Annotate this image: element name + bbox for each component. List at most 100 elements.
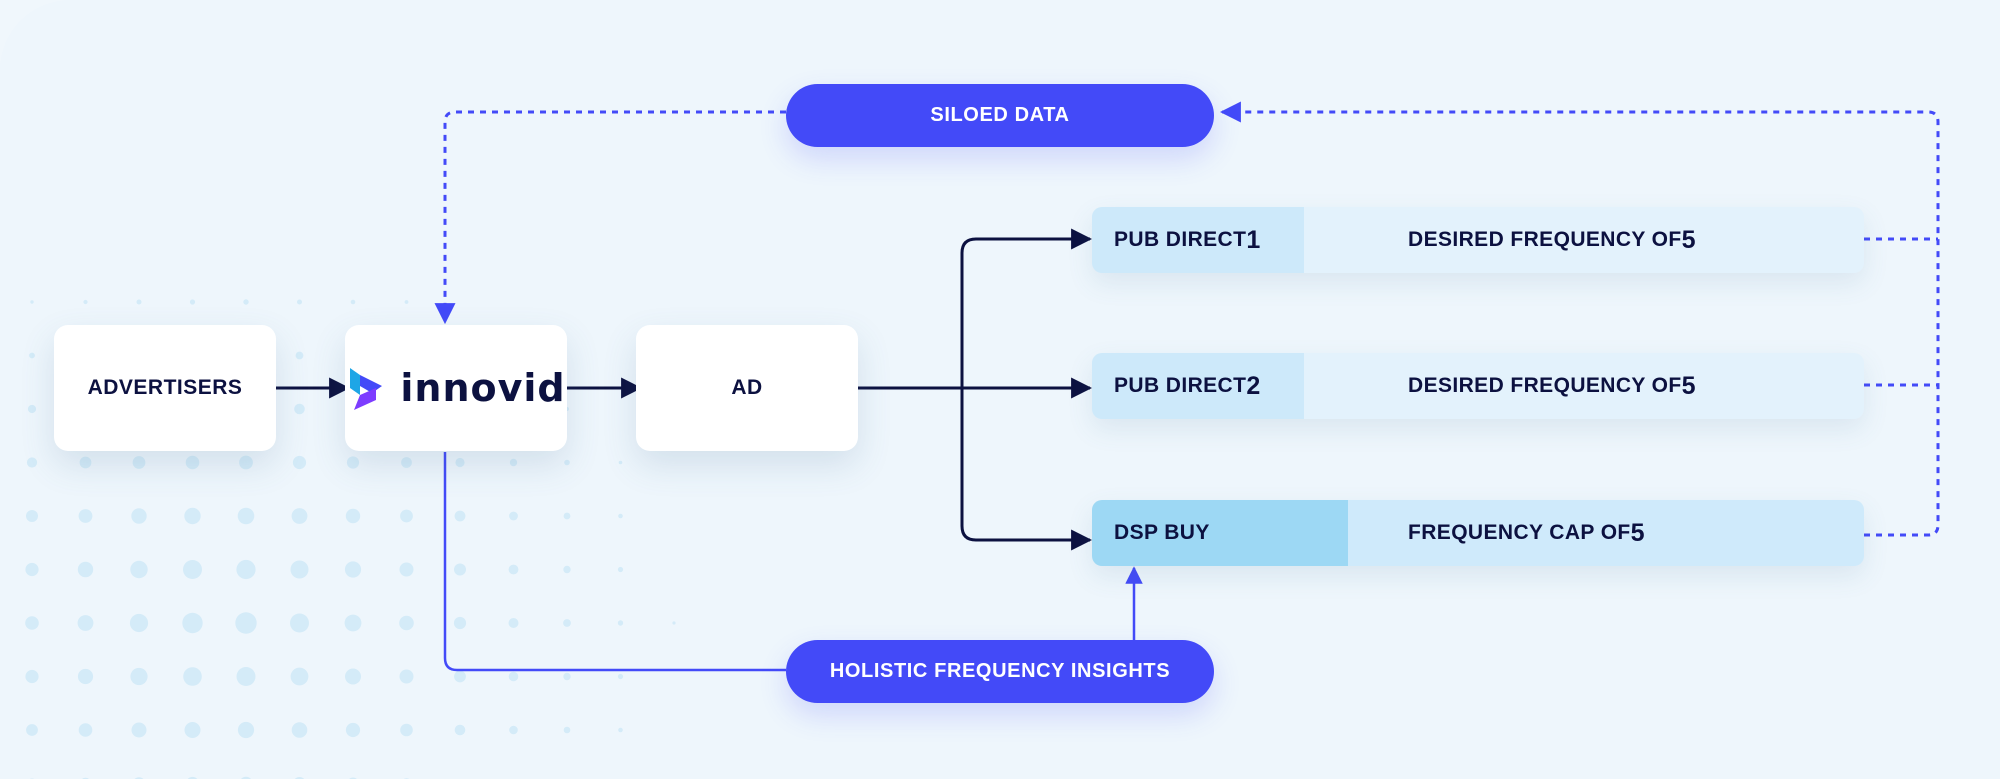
background-dot [618, 727, 623, 733]
background-dot [509, 511, 518, 521]
background-dot [455, 457, 465, 468]
background-dot [78, 723, 93, 737]
background-dot [29, 352, 35, 359]
arrow-to-pub-direct-1 [960, 228, 1093, 388]
background-dot [237, 507, 255, 525]
desired-frequency-2-value: 5 [1681, 371, 1696, 400]
background-dot [30, 300, 34, 304]
background-dot [454, 670, 466, 683]
background-dot [25, 669, 39, 684]
background-dot [183, 667, 202, 686]
background-dot [241, 776, 251, 779]
background-dot [404, 300, 409, 304]
pub-direct-1-number: 1 [1246, 225, 1261, 254]
background-dot [618, 460, 623, 465]
background-dot [243, 299, 249, 305]
siloed-data-pill: SILOED DATA [786, 84, 1214, 147]
background-dot [237, 721, 255, 739]
desired-frequency-1-segment: DESIRED FREQUENCY OF 5 [1304, 207, 1864, 273]
siloed-loop-right [1222, 112, 1940, 537]
background-dot [563, 512, 571, 520]
background-dot [83, 299, 88, 305]
ad-box: AD [636, 325, 858, 451]
background-dot [345, 722, 361, 738]
background-dot [617, 620, 624, 626]
dsp-buy-label: DSP BUY [1114, 521, 1210, 544]
pub-direct-2-segment: PUB DIRECT 2 [1092, 353, 1304, 419]
background-dot [401, 457, 412, 468]
pub-direct-1-label: PUB DIRECT [1114, 228, 1247, 251]
background-dot [182, 612, 203, 634]
background-dot [564, 459, 570, 466]
background-dot [291, 508, 308, 524]
background-dot [672, 621, 676, 625]
background-dot [563, 672, 571, 681]
dsp-buy-row: DSP BUY FREQUENCY CAP OF 5 [1092, 500, 1864, 566]
background-dot [509, 458, 518, 467]
background-dot [563, 565, 571, 574]
background-dot [26, 457, 38, 468]
background-dot [350, 299, 356, 305]
background-dot [454, 563, 466, 576]
background-dot [291, 722, 308, 738]
background-dot [129, 613, 149, 633]
desired-frequency-2-segment: DESIRED FREQUENCY OF 5 [1304, 353, 1864, 419]
background-dot [185, 455, 200, 470]
background-dot [400, 509, 413, 523]
frequency-cap-label: FREQUENCY CAP OF [1408, 521, 1631, 544]
pub-direct-2-number: 2 [1246, 371, 1261, 400]
background-dot [399, 562, 414, 577]
background-dot [184, 507, 201, 525]
background-dot [297, 299, 302, 305]
background-dot [346, 456, 360, 469]
background-dot [136, 299, 142, 305]
line-innovid-to-holistic [443, 452, 786, 672]
background-dot [184, 722, 201, 738]
background-dot [25, 562, 39, 577]
innovid-wordmark: innovid [400, 366, 566, 410]
background-dot [344, 561, 362, 578]
pub-direct-2-label: PUB DIRECT [1114, 374, 1247, 397]
background-dot [130, 560, 148, 579]
background-dot [236, 559, 256, 580]
background-dot [508, 564, 519, 575]
background-dot [130, 667, 148, 686]
background-dot [617, 673, 624, 680]
background-dot [290, 613, 309, 633]
background-dot [453, 616, 467, 630]
background-dot [27, 404, 37, 414]
background-dot [509, 725, 518, 735]
background-dot [187, 776, 198, 779]
background-dot [79, 456, 92, 469]
background-dot [454, 510, 466, 522]
siloed-data-label: SILOED DATA [930, 104, 1070, 126]
background-dot [290, 667, 309, 686]
holistic-frequency-insights-pill: HOLISTIC FREQUENCY INSIGHTS [786, 640, 1214, 703]
advertisers-box: ADVERTISERS [54, 325, 276, 451]
background-dot [617, 566, 624, 573]
background-dot [344, 614, 362, 632]
background-dot [183, 560, 202, 579]
arrow-to-dsp-buy [960, 388, 1093, 551]
background-dot [399, 669, 414, 684]
pub-direct-2-row: PUB DIRECT 2 DESIRED FREQUENCY OF 5 [1092, 353, 1864, 419]
innovid-logo-icon [350, 368, 383, 410]
background-dot [345, 668, 361, 685]
background-dot [345, 508, 361, 524]
background-dot [77, 668, 94, 685]
innovid-box: innovid [345, 325, 567, 451]
pub-direct-1-row: PUB DIRECT 1 DESIRED FREQUENCY OF 5 [1092, 207, 1864, 273]
desired-frequency-1-label: DESIRED FREQUENCY OF [1408, 228, 1682, 251]
background-dot [400, 723, 413, 737]
pub-direct-1-segment: PUB DIRECT 1 [1092, 207, 1304, 273]
background-dot [618, 513, 623, 519]
background-dot [235, 612, 257, 634]
siloed-loop-left [434, 110, 786, 325]
advertisers-label: ADVERTISERS [87, 376, 243, 399]
ad-label: AD [731, 376, 763, 399]
background-dot [508, 671, 519, 682]
background-dot [131, 722, 147, 738]
